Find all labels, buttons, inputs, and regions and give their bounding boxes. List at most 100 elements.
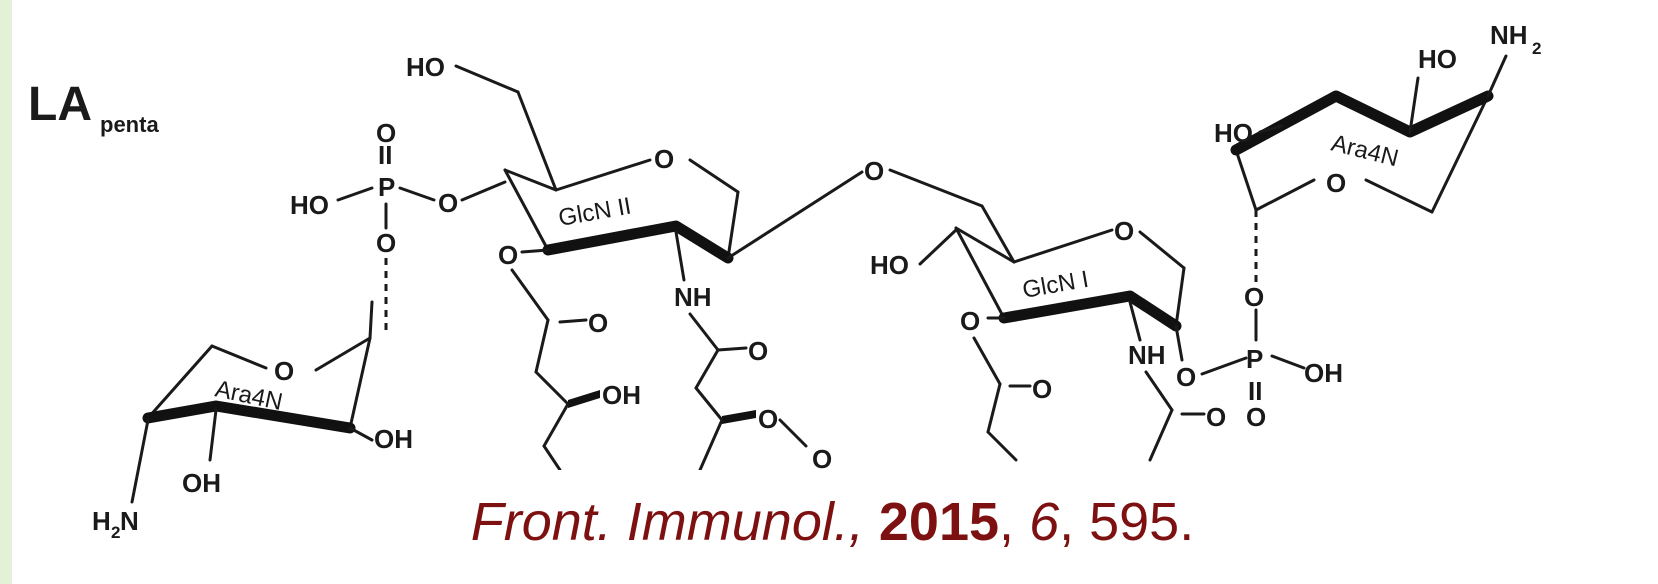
bond xyxy=(1128,300,1142,342)
phosphate-left-p: P xyxy=(378,172,395,202)
phosphate-left: O II P HO O O xyxy=(290,118,507,330)
bond xyxy=(918,228,958,266)
bond xyxy=(688,158,740,194)
ring-ara4n-right-back-edge xyxy=(1230,90,1494,156)
ring-glcn-i: O GlcN I HO O O NH O O xyxy=(870,204,1226,462)
bond xyxy=(210,344,268,370)
ring-ara4n-left: O Ara4N OH OH H 2 N xyxy=(92,300,413,542)
nh2-nh: NH xyxy=(1490,20,1528,50)
glcn1-nh: NH xyxy=(1128,340,1166,370)
bond xyxy=(980,204,1016,264)
glcn1-o1: O xyxy=(1176,362,1196,392)
bond xyxy=(503,168,558,192)
bond xyxy=(208,408,218,462)
bond xyxy=(534,318,550,374)
citation-pages: , 595. xyxy=(1059,492,1195,552)
bond xyxy=(1234,148,1258,212)
glcn1-o3: O xyxy=(960,306,980,336)
title-subscript: penta xyxy=(100,112,159,137)
bond xyxy=(954,226,1016,264)
bond xyxy=(520,248,550,254)
bond xyxy=(1144,370,1174,412)
phosphate-right-double-bond: II xyxy=(1248,376,1262,406)
ring-ara4n-right: O Ara4N HO HO NH 2 xyxy=(1214,20,1541,214)
bond xyxy=(534,370,570,406)
wedge-bond xyxy=(568,390,600,408)
glcn2-c6-ho: HO xyxy=(406,52,445,82)
bond xyxy=(1408,76,1420,134)
phosphate-right-upper-o: O xyxy=(1244,282,1264,312)
nh2-subscript: 2 xyxy=(111,523,120,542)
bond xyxy=(1430,94,1490,214)
bond xyxy=(1138,230,1186,270)
glcn2-ring-o: O xyxy=(654,144,674,174)
bond xyxy=(954,226,1006,320)
wedge-bond xyxy=(722,410,756,424)
glycosidic-bridge-o: O xyxy=(864,156,884,186)
bond xyxy=(1174,266,1186,328)
bond xyxy=(554,158,652,192)
bond xyxy=(888,168,984,208)
nh2-subscript: 2 xyxy=(1532,39,1541,58)
bond xyxy=(716,346,748,352)
acyl3-oxo-o: O xyxy=(1032,374,1052,404)
phosphate-right-oxo-o: O xyxy=(1246,402,1266,432)
ring-ara4n-left-ring-o: O xyxy=(274,356,294,386)
bond xyxy=(510,268,550,322)
bond xyxy=(454,64,520,94)
phosphate-right: P O OH II O xyxy=(1200,210,1343,432)
ring-ara4n-right-ho: HO xyxy=(1214,118,1253,148)
ring-ara4n-right-ho2: HO xyxy=(1418,44,1457,74)
bond xyxy=(726,190,740,260)
citation: Front. Immunol., 2015, 6, 595. xyxy=(410,470,1255,574)
bond xyxy=(460,180,507,202)
bond xyxy=(368,300,374,340)
bond xyxy=(503,168,550,252)
bond xyxy=(1364,178,1434,214)
phosphate-left-ho: HO xyxy=(290,190,329,220)
bond xyxy=(130,418,150,504)
glcn2-nh: NH xyxy=(674,282,712,312)
compound-title: LA penta xyxy=(28,78,159,137)
bond xyxy=(1174,324,1184,362)
acyl2-ester-o: O xyxy=(812,444,832,474)
ring-ara4n-right-nh2: NH 2 xyxy=(1490,20,1541,58)
ring-ara4n-right-ring-o: O xyxy=(1326,168,1346,198)
title-main: LA xyxy=(28,78,92,131)
bond xyxy=(986,430,1018,462)
bond xyxy=(694,348,720,390)
bond xyxy=(694,386,724,422)
bond xyxy=(972,336,1002,386)
glcn1-label: GlcN I xyxy=(1020,266,1090,304)
bond xyxy=(726,170,864,260)
bond xyxy=(1148,408,1174,462)
glcn2-o3: O xyxy=(498,240,518,270)
bond xyxy=(1258,124,1284,134)
ring-ara4n-left-oh: OH xyxy=(374,424,413,454)
phosphate-left-bridge-o: O xyxy=(438,188,458,218)
ring-ara4n-right-label: Ara4N xyxy=(1329,130,1402,173)
bond xyxy=(698,418,724,472)
bond xyxy=(688,312,720,352)
bond xyxy=(542,402,570,448)
phosphate-right-oh: OH xyxy=(1304,358,1343,388)
phosphate-left-oxo-o: O xyxy=(376,118,396,148)
bond xyxy=(146,344,214,420)
bond xyxy=(348,336,372,430)
glcn1-front-edge xyxy=(998,290,1182,332)
ring-ara4n-left-front-edge xyxy=(142,400,356,434)
bond xyxy=(542,444,562,472)
bond xyxy=(1012,228,1114,264)
glcn2-front-edge xyxy=(542,220,734,264)
bond xyxy=(348,426,374,442)
bond xyxy=(1270,354,1306,370)
bond xyxy=(1486,54,1508,98)
bond xyxy=(1200,356,1248,376)
bond xyxy=(1254,178,1316,212)
phosphate-left-double-bond: II xyxy=(378,140,392,170)
bond xyxy=(674,230,686,282)
citation-separator: , xyxy=(999,492,1015,552)
ring-ara4n-left-oh2: OH xyxy=(182,468,221,498)
phosphate-right-p: P xyxy=(1246,344,1263,374)
